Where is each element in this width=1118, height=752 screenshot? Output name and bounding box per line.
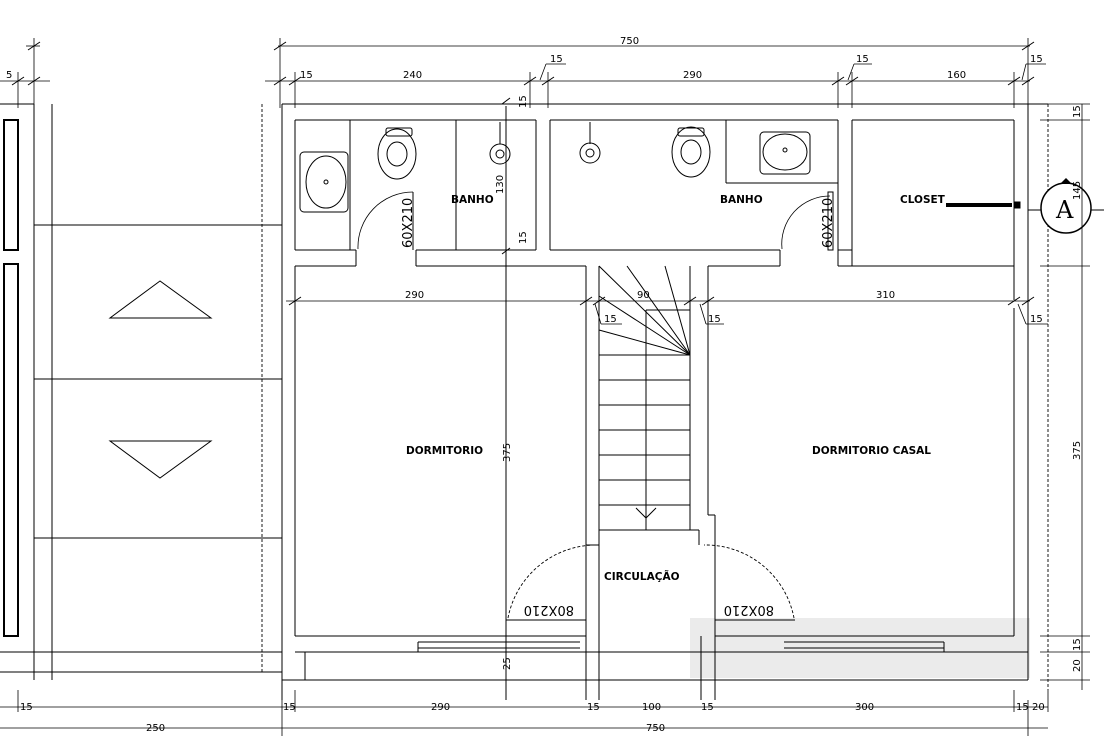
arrow-down-icon: [108, 440, 213, 479]
dim-top-15-a: 15: [550, 54, 563, 65]
dim-top-160: 160: [947, 70, 966, 81]
room-label-dormitorio: DORMITORIO: [406, 445, 483, 457]
section-marker-icon: A: [1028, 178, 1104, 234]
bathroom-1: [295, 97, 586, 700]
dim-vert-130: 130: [495, 175, 506, 194]
dim-bot-15-d: 15: [1016, 702, 1029, 713]
dim-bot-750: 750: [646, 723, 665, 734]
staircase: [585, 265, 716, 636]
dim-top-total: 750: [620, 36, 639, 47]
shower-icon: [489, 122, 511, 165]
dim-bot-15-far-left: 15: [20, 702, 33, 713]
door-swing-icon: [357, 191, 414, 250]
left-strip: [0, 103, 283, 680]
dim-bot-300: 300: [855, 702, 874, 713]
dim-mid-15-b: 15: [708, 314, 721, 325]
dim-mid-15-c: 15: [1030, 314, 1043, 325]
stair-direction-arrow-icon: [635, 507, 657, 519]
dim-right-145: 145: [1072, 181, 1083, 200]
room-label-banho-2: BANHO: [720, 194, 763, 206]
dim-bot-250: 250: [146, 723, 165, 734]
outer-walls: [281, 103, 1049, 700]
dim-top-15-right: 15: [1030, 54, 1043, 65]
door-swing-icon: [781, 195, 831, 250]
dim-mid-310: 310: [876, 290, 895, 301]
dim-bot-15-b: 15: [587, 702, 600, 713]
dim-vert-15-a: 15: [518, 95, 529, 108]
watermark-block: [690, 618, 1030, 678]
dim-top-15-b: 15: [856, 54, 869, 65]
dim-bot-100: 100: [642, 702, 661, 713]
dim-right-375: 375: [1072, 441, 1083, 460]
door-label-dormitorio-casal: 80X210: [724, 602, 774, 617]
dim-vert-15-b: 15: [518, 231, 529, 244]
dim-top-290: 290: [683, 70, 702, 81]
dim-mid-290: 290: [405, 290, 424, 301]
door-label-dormitorio: 80X210: [524, 602, 574, 617]
door-label-banho-2: 60X210: [821, 198, 836, 248]
closet: A: [946, 178, 1104, 234]
room-label-circulacao: CIRCULAÇÃO: [604, 570, 680, 583]
dim-right-20: 20: [1072, 659, 1083, 672]
mid-dimension-chain: [286, 296, 1048, 325]
arrow-up-icon: [108, 280, 213, 319]
top-dimension-chain: [0, 38, 1046, 108]
dim-top-far-left: 5: [6, 70, 12, 81]
door-label-banho-1: 60X210: [401, 198, 416, 248]
dim-mid-15-a: 15: [604, 314, 617, 325]
door-swing-icon: [703, 544, 795, 619]
shower-icon: [579, 122, 601, 164]
dim-top-240: 240: [403, 70, 422, 81]
section-marker-label: A: [1055, 196, 1074, 224]
circulation-doors: [505, 544, 795, 700]
sink-icon: [299, 151, 349, 213]
door-swing-icon: [507, 544, 599, 619]
toilet-icon: [671, 126, 711, 178]
dim-bot-20: 20: [1032, 702, 1045, 713]
room-label-dormitorio-casal: DORMITORIO CASAL: [812, 445, 931, 457]
dim-bot-290: 290: [431, 702, 450, 713]
bottom-dimension-chain: [0, 690, 1049, 736]
dim-vert-375-mid: 375: [502, 443, 513, 462]
dim-vert-25: 25: [502, 657, 513, 670]
room-label-closet: CLOSET: [900, 194, 946, 206]
right-dimension-chain: [1040, 103, 1090, 690]
bathroom-2: [549, 120, 1014, 267]
toilet-icon: [377, 127, 417, 180]
room-label-banho-1: BANHO: [451, 194, 494, 206]
dim-bot-15-a: 15: [283, 702, 296, 713]
dim-bot-15-c: 15: [701, 702, 714, 713]
dim-right-15-bottom: 15: [1072, 638, 1083, 651]
dim-top-15-left: 15: [300, 70, 313, 81]
dim-right-15-top: 15: [1072, 105, 1083, 118]
sink-icon: [759, 131, 811, 175]
dim-mid-90: 90: [637, 290, 650, 301]
